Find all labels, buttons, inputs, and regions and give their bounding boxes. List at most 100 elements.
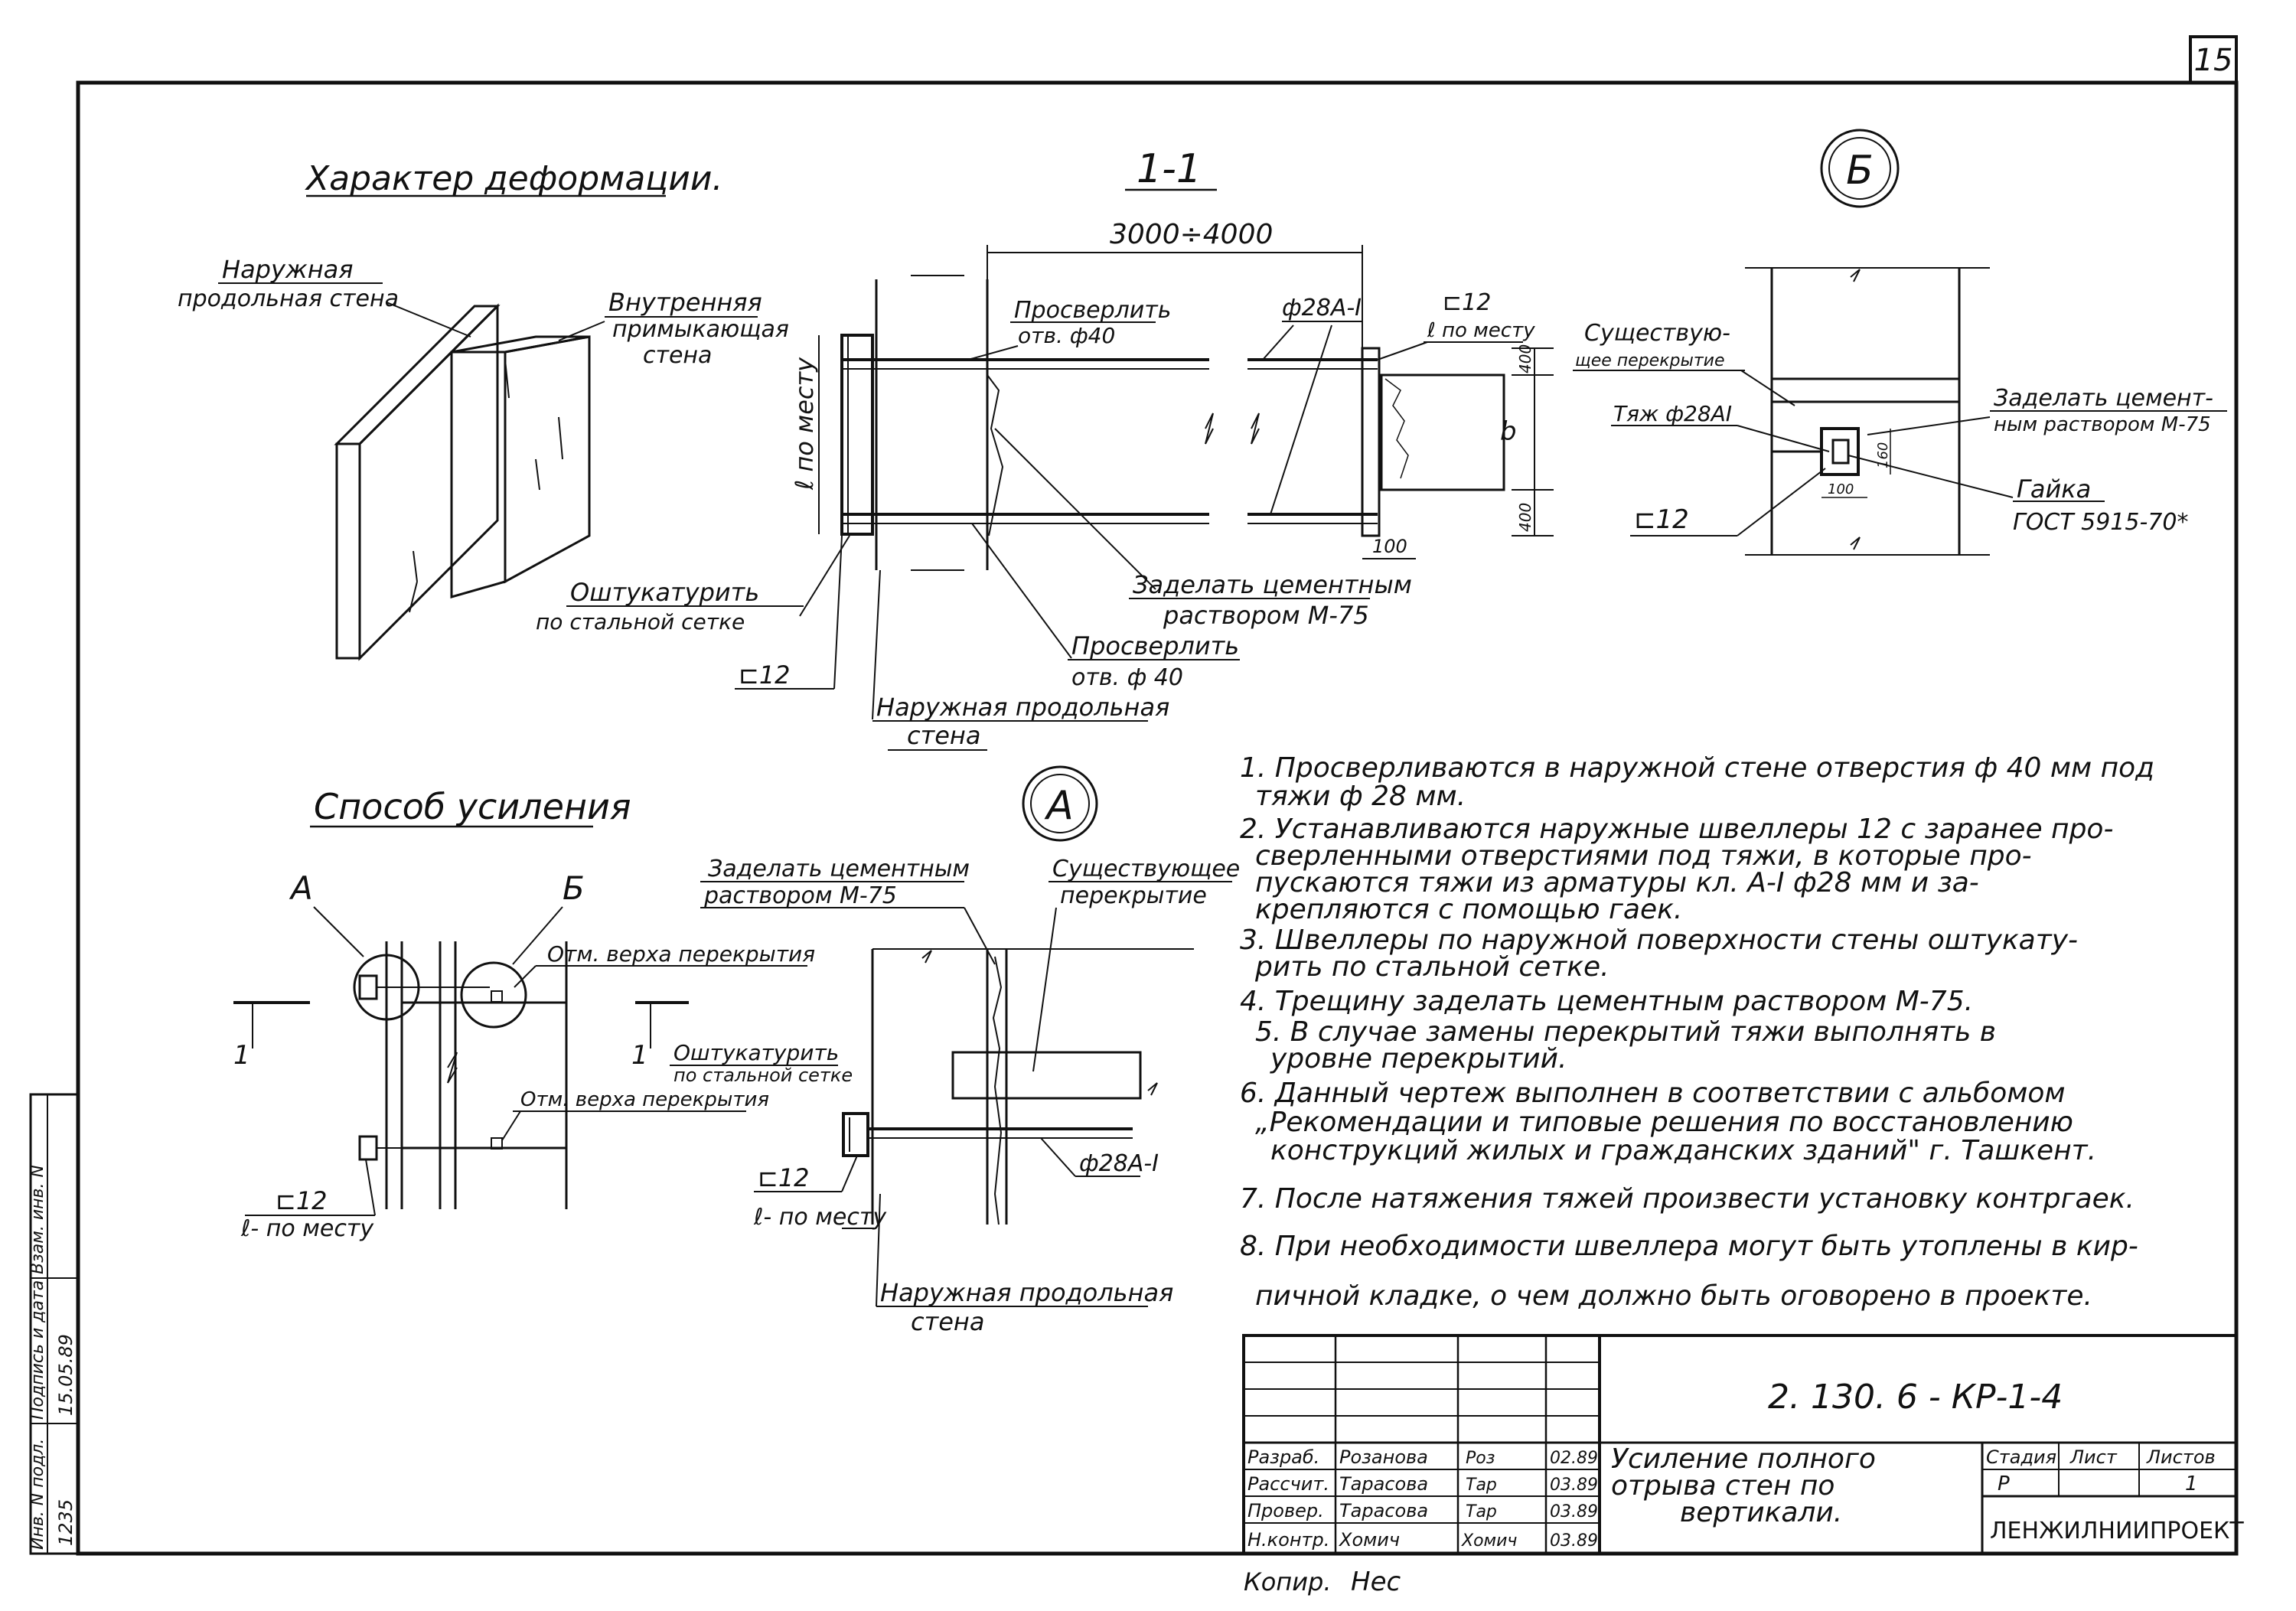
- name-3: Тарасова: [1339, 1500, 1428, 1521]
- sign-4: Хомич: [1461, 1531, 1517, 1551]
- method-plaster-2: по стальной сетке: [673, 1065, 853, 1086]
- dim-160: 160: [1875, 442, 1891, 468]
- title-block: 2. 130. 6 - КР-1-4 Усиление полного отры…: [1242, 1334, 2244, 1555]
- note-line-15: 7. После натяжения тяжей произвести уста…: [1240, 1183, 2135, 1215]
- section-1-1: 3000÷4000 400 b 400 100 ℓ по месту Просв…: [536, 219, 1554, 751]
- detail-a: Заделать цементным раствором М-75 Сущест…: [700, 856, 1240, 1336]
- note-line-5: пускаются тяжи из арматуры кл. А-I ф28 м…: [1255, 867, 1979, 898]
- a-mortar-1: Заделать цементным: [708, 856, 970, 882]
- callout-a-label: А: [1044, 783, 1074, 829]
- strip-zam-label: Взам. инв. N: [28, 1165, 47, 1274]
- mortar-b-2: ным раствором М-75: [1994, 413, 2211, 436]
- method-plaster-1: Оштукатурить: [673, 1040, 839, 1065]
- outer-wall-1: Наружная продольная: [876, 693, 1169, 722]
- callout-b-label: Б: [1846, 148, 1874, 194]
- rod-b: Тяж ф28АI: [1613, 401, 1732, 426]
- span-dim: 3000÷4000: [1110, 219, 1273, 250]
- drill-top-2: отв. ф40: [1018, 323, 1115, 348]
- channel-b: ⊏12: [1634, 504, 1689, 535]
- note-line-12: 6. Данный чертеж выполнен в соответствии…: [1240, 1078, 2066, 1109]
- note-line-2: тяжи ф 28 мм.: [1255, 781, 1466, 812]
- outer-wall-label-1: Наружная: [222, 255, 354, 284]
- date-1: 02.89: [1550, 1449, 1598, 1468]
- notes: 1. Просверливаются в наружной стене отве…: [1240, 752, 2154, 1312]
- strip-sign-value: 15.05.89: [55, 1334, 77, 1416]
- channel-top-2: ℓ по месту: [1427, 319, 1535, 342]
- a-rod: ф28А-I: [1079, 1150, 1159, 1177]
- name-2: Тарасова: [1339, 1473, 1428, 1495]
- strip-sign-label: Подпись и дата: [28, 1280, 47, 1420]
- note-line-13: „Рекомендации и типовые решения по восст…: [1255, 1107, 2073, 1138]
- dim-b: b: [1500, 416, 1517, 447]
- sign-2: Тар: [1466, 1476, 1497, 1495]
- role-4: Н.контр.: [1247, 1529, 1329, 1551]
- drill-bottom-2: отв. ф 40: [1071, 664, 1183, 691]
- nut-2: ГОСТ 5915-70*: [2013, 509, 2188, 536]
- strip-inv-value: 1235: [55, 1499, 77, 1546]
- drill-top-1: Просверлить: [1014, 297, 1171, 324]
- a-existing-1: Существующее: [1052, 856, 1240, 882]
- sheets-value: 1: [2185, 1472, 2198, 1495]
- note-line-10: 5. В случае замены перекрытий тяжи выпол…: [1255, 1016, 1996, 1048]
- a-existing-2: перекрытие: [1060, 882, 1207, 909]
- method-channel-1: ⊏12: [276, 1186, 328, 1215]
- channel-top-1: ⊏12: [1443, 289, 1491, 316]
- detail-b: 160 100 Существую- щее перекрытие Тяж ф2…: [1573, 267, 2227, 556]
- note-line-14: конструкций жилых и гражданских зданий" …: [1270, 1135, 2096, 1166]
- sign-1: Роз: [1466, 1449, 1495, 1468]
- drawing-code: 2. 130. 6 - КР-1-4: [1768, 1378, 2063, 1417]
- note-line-6: крепляются с помощью гаек.: [1255, 894, 1682, 925]
- strip-inv-label: Инв. N подл.: [28, 1439, 47, 1550]
- copy-label: Копир.: [1244, 1567, 1332, 1596]
- existing-floor-2: щее перекрытие: [1575, 351, 1724, 370]
- title-method: Способ усиления: [314, 786, 631, 827]
- note-line-11: уровне перекрытий.: [1270, 1043, 1567, 1075]
- name-1: Розанова: [1339, 1446, 1428, 1468]
- copy-value: Нес: [1351, 1567, 1401, 1597]
- dim-400-bottom: 400: [1516, 503, 1534, 532]
- note-line-7: 3. Швеллеры по наружной поверхности стен…: [1240, 925, 2078, 956]
- a-outer-wall-2: стена: [911, 1307, 984, 1336]
- sheets-header: Листов: [2146, 1446, 2216, 1468]
- inner-wall-label-1: Внутренняя: [608, 288, 762, 317]
- title-line-1: Усиление полного: [1611, 1443, 1876, 1475]
- method-channel-2: ℓ- по месту: [240, 1215, 374, 1242]
- sheet-header: Лист: [2069, 1446, 2118, 1468]
- mortar-1: Заделать цементным: [1133, 570, 1412, 599]
- nut-1: Гайка: [2017, 474, 2091, 504]
- date-3: 03.89: [1550, 1502, 1598, 1521]
- left-strip: Инв. N подл. Подпись и дата Взам. инв. N…: [28, 1093, 80, 1555]
- mortar-b-1: Заделать цемент-: [1994, 385, 2213, 412]
- role-2: Рассчит.: [1247, 1473, 1329, 1495]
- sheet-number: 15: [2194, 43, 2233, 78]
- sign-3: Тар: [1466, 1502, 1497, 1521]
- title-line-2: отрыва стен по: [1611, 1470, 1835, 1502]
- role-3: Провер.: [1247, 1500, 1324, 1521]
- name-4: Хомич: [1338, 1529, 1400, 1551]
- method-label-b: Б: [563, 869, 585, 907]
- outer-wall-label-2: продольная стена: [178, 285, 399, 312]
- deformation-sketch: Наружная продольная стена Внутренняя при…: [178, 255, 789, 661]
- note-line-3: 2. Устанавливаются наружные швеллеры 12 …: [1240, 814, 2113, 845]
- dim-100: 100: [1372, 536, 1407, 557]
- callout-b-circle: [1820, 129, 1900, 208]
- method-label-a: А: [289, 869, 313, 907]
- organization: ЛЕНЖИЛНИИПРОЕКТ: [1990, 1518, 2244, 1544]
- note-line-9: 4. Трещину заделать цементным раствором …: [1240, 986, 1973, 1017]
- top-floor-level: Отм. верха перекрытия: [547, 941, 815, 967]
- note-line-8: рить по стальной сетке.: [1254, 951, 1609, 983]
- outer-wall-2: стена: [907, 721, 980, 750]
- section-mark-left: 1: [233, 1040, 250, 1071]
- inner-wall-label-2: примыкающая: [612, 316, 789, 343]
- stage-value: Р: [1998, 1472, 2010, 1495]
- mortar-2: раствором М-75: [1163, 601, 1369, 630]
- channel-bottom: ⊏12: [739, 660, 791, 690]
- a-outer-wall-1: Наружная продольная: [880, 1278, 1173, 1307]
- title-deformation: Характер деформации.: [305, 159, 722, 198]
- a-channel-1: ⊏12: [758, 1163, 810, 1192]
- sheet-number-box: [2189, 35, 2238, 84]
- date-2: 03.89: [1550, 1476, 1598, 1495]
- length-vertical: ℓ по месту: [790, 357, 819, 491]
- sheet-frame: [76, 80, 2239, 1556]
